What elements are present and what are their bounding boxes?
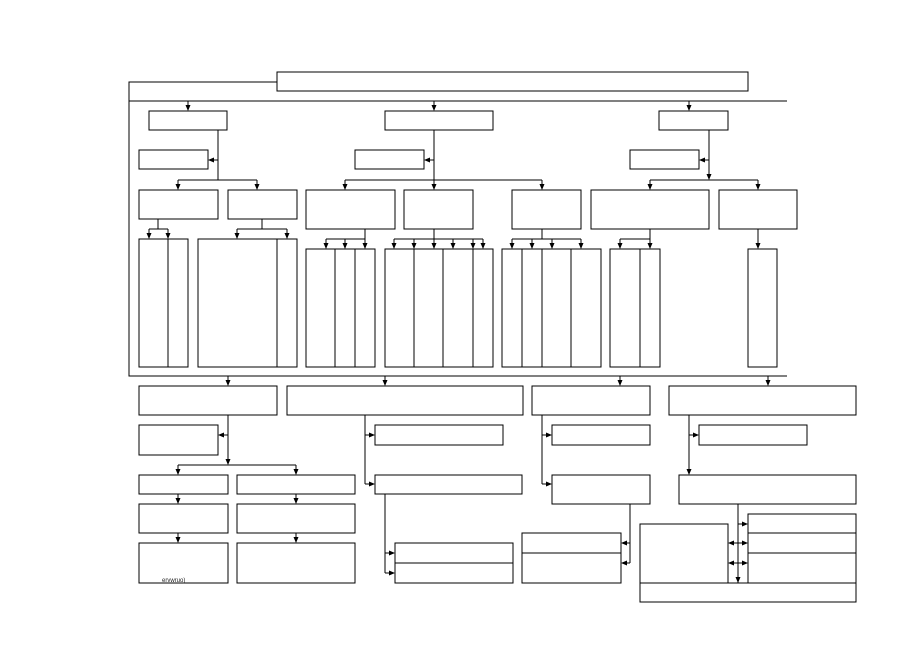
- bottom-box-2: [286, 385, 524, 416]
- column-group-2: [197, 219, 298, 368]
- center-branch-connectors: [342, 130, 545, 190]
- side-box-left: [138, 149, 209, 170]
- column-group-7: [747, 229, 778, 368]
- upper-section-frame: [128, 81, 787, 377]
- branch-center-box: [384, 110, 494, 131]
- bottom-distribution-arrows: [225, 376, 771, 386]
- center-sub-box-2: [403, 189, 474, 230]
- center-sub-box-1: [305, 189, 396, 230]
- left-sub-box-2: [227, 189, 298, 220]
- root-box: [276, 71, 749, 92]
- bottom-column-3: [521, 415, 651, 584]
- column-group-1: [138, 219, 189, 368]
- branch-left-box: [148, 110, 228, 131]
- right-branch-connectors: [647, 130, 761, 190]
- bottom-box-3: [531, 385, 651, 416]
- cut-off-caption: ervwruo): [162, 578, 185, 584]
- right-sub-box-1: [590, 189, 710, 230]
- left-branch-connectors: [175, 130, 260, 190]
- center-sub-box-3: [511, 189, 582, 230]
- column-group-3: [305, 229, 376, 368]
- bottom-column-1: ervwruo): [138, 415, 356, 584]
- bottom-box-1: [138, 385, 278, 416]
- side-box-center: [354, 149, 425, 170]
- root-to-branches-arrows: [185, 101, 692, 111]
- right-sub-box-2: [718, 189, 798, 230]
- branch-right-box: [658, 110, 729, 131]
- bottom-box-4: [668, 385, 857, 416]
- bottom-column-4: [639, 415, 857, 603]
- side-box-right: [629, 149, 700, 170]
- left-sub-box-1: [138, 189, 219, 220]
- column-group-5: [501, 229, 602, 368]
- bottom-column-2: [364, 415, 523, 584]
- column-group-4: [384, 229, 494, 368]
- column-group-6: [609, 229, 661, 368]
